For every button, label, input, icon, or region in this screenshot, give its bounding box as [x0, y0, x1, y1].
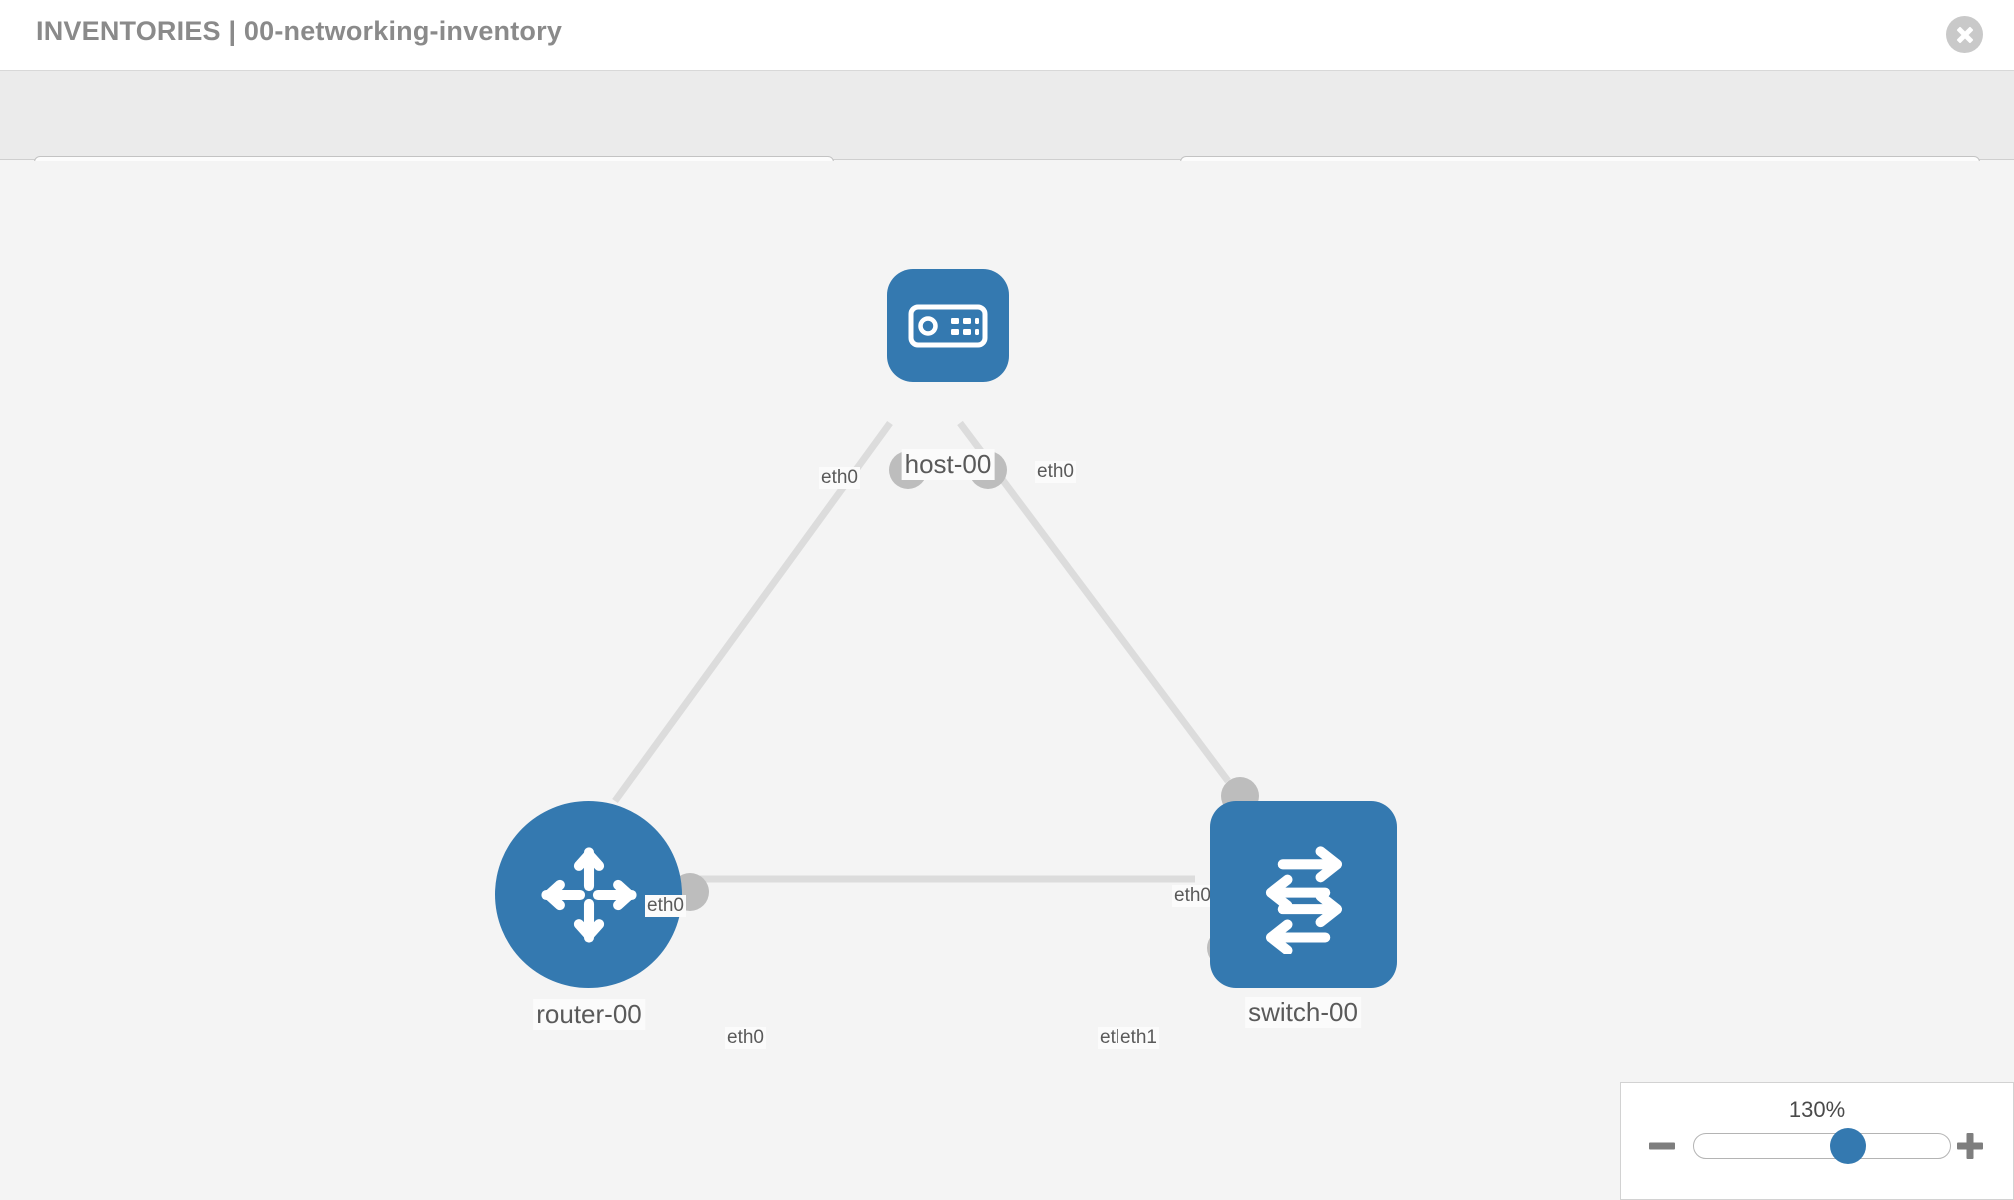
node-router-00-shape[interactable] [495, 801, 682, 988]
port-label-switch-left-b: eth1 [1118, 1027, 1159, 1049]
page-title: INVENTORIES | 00-networking-inventory [36, 16, 563, 46]
node-switch-00-shape[interactable] [1210, 801, 1397, 988]
port-label-host-left: eth0 [819, 467, 860, 489]
zoom-in-button[interactable] [1955, 1131, 1985, 1161]
node-switch-00[interactable]: switch-00 [1185, 777, 1445, 1028]
port-label-router-up: eth0 [645, 895, 686, 917]
node-host-00[interactable]: eth0 eth0 host-00 [819, 269, 1076, 529]
zoom-slider-thumb[interactable] [1829, 1128, 1866, 1164]
router-arrows-icon [540, 846, 637, 943]
zoom-slider[interactable] [1693, 1128, 1951, 1164]
node-label-router-00: router-00 [533, 999, 645, 1030]
node-router-00[interactable]: router-00 [495, 801, 755, 1030]
server-icon [908, 304, 988, 347]
node-label-host-00: host-00 [901, 449, 995, 480]
link-host-switch [957, 420, 1231, 784]
toolbar: ACTIONS SEARCH [0, 70, 2014, 206]
port-label-switch-up: eth0 [1172, 885, 1213, 907]
page-header: INVENTORIES | 00-networking-inventory [0, 0, 2014, 70]
port-label-router-right: eth0 [725, 1027, 766, 1049]
zoom-out-button[interactable] [1647, 1131, 1677, 1161]
topology-canvas[interactable]: eth0 eth0 host-00 router-00 eth0 e [0, 161, 2014, 1200]
zoom-level-value: 130% [1788, 1097, 1846, 1122]
port-label-host-right: eth0 [1035, 461, 1076, 483]
node-host-00-shape[interactable] [887, 269, 1009, 382]
switch-arrows-icon [1265, 845, 1342, 954]
close-icon[interactable] [1946, 16, 1983, 53]
node-label-switch-00: switch-00 [1245, 997, 1361, 1028]
zoom-control-panel: 130% [1620, 1082, 2014, 1200]
